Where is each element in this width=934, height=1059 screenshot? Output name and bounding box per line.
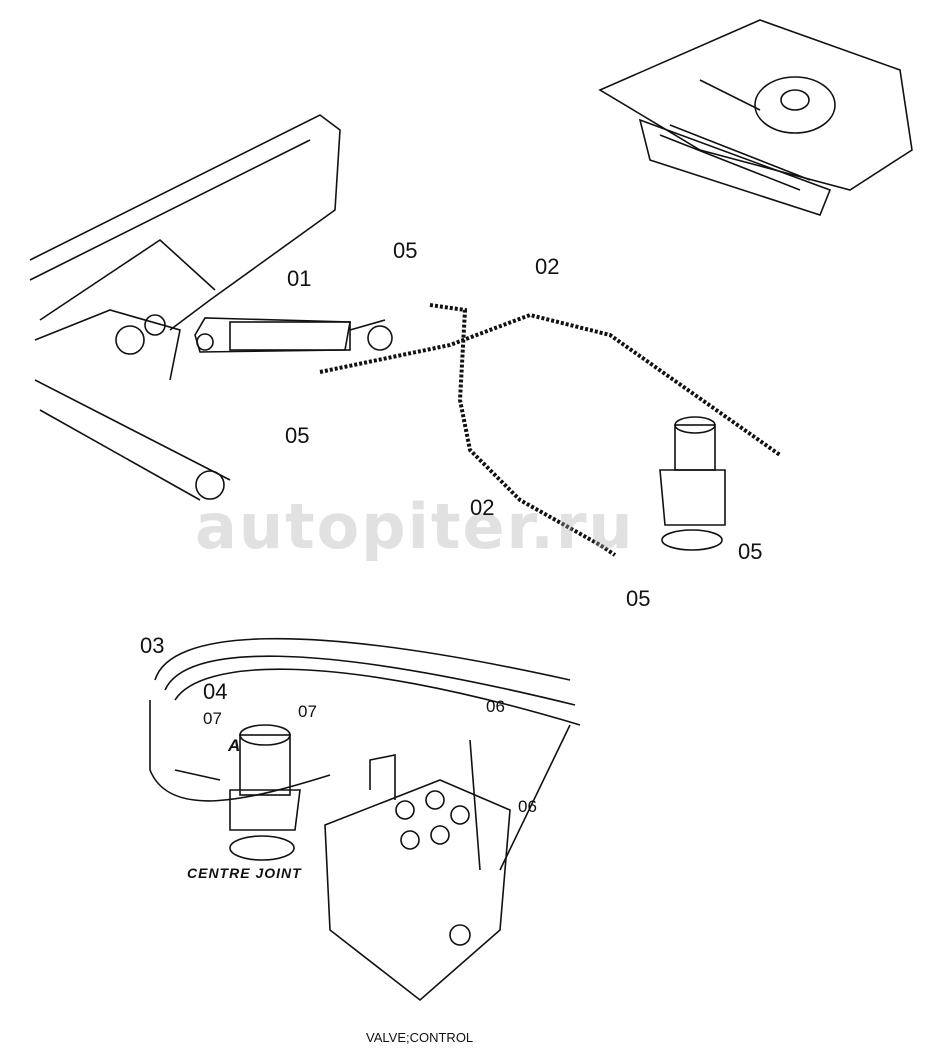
callout-07-left: 07 bbox=[203, 709, 222, 728]
view-marker-a: A bbox=[228, 736, 241, 755]
diagram-title: VALVE;CONTROL bbox=[366, 1030, 474, 1045]
cylinder-drawing bbox=[194, 317, 393, 353]
callout-06-bottom: 06 bbox=[518, 797, 537, 816]
callout-02-mid: 02 bbox=[470, 495, 495, 520]
callout-01: 01 bbox=[287, 266, 312, 291]
callout-05-bottom: 05 bbox=[626, 586, 651, 611]
control-valve-drawing bbox=[324, 724, 571, 1002]
boom-drawing bbox=[29, 114, 341, 501]
callout-05-left: 05 bbox=[285, 423, 310, 448]
hose-02 bbox=[319, 303, 782, 557]
hoses-03-04 bbox=[149, 637, 581, 802]
centre-joint-drawing bbox=[174, 724, 301, 861]
callout-05-right: 05 bbox=[738, 539, 763, 564]
centre-joint-label: CENTRE JOINT bbox=[187, 865, 302, 881]
callout-05-top: 05 bbox=[393, 238, 418, 263]
callout-02-top: 02 bbox=[535, 254, 560, 279]
watermark: autopiter.ru bbox=[195, 490, 635, 563]
callout-03: 03 bbox=[140, 633, 165, 658]
callout-06-top: 06 bbox=[486, 697, 505, 716]
swivel-joint-drawing bbox=[659, 416, 726, 551]
excavator-inset-drawing bbox=[598, 19, 913, 216]
callout-07-right: 07 bbox=[298, 702, 317, 721]
callout-04: 04 bbox=[203, 679, 228, 704]
